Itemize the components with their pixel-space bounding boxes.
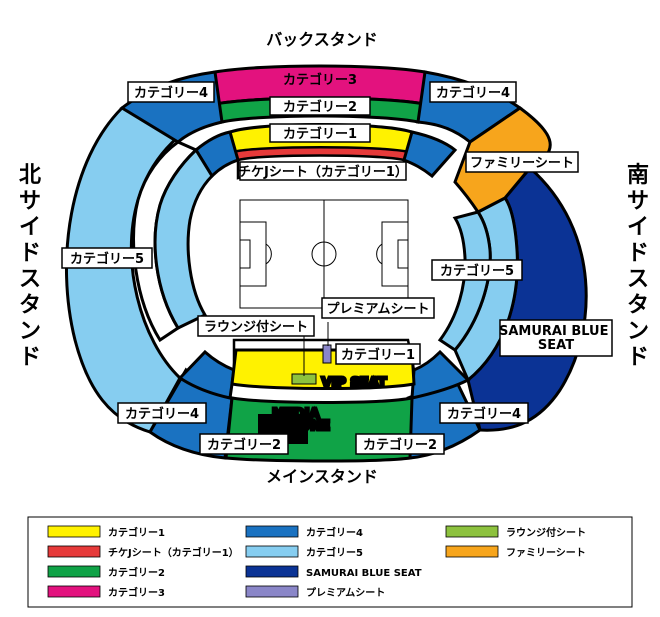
legend-swatch [245,545,299,558]
south-stand-title-char: 南 [627,163,649,188]
cat5-right-inner[interactable] [437,210,492,352]
right-goal-area [397,239,409,269]
legend-label: ラウンジ付シート [506,526,586,539]
legend-item: カテゴリー2 [47,565,165,579]
legend-item: ラウンジ付シート [445,525,586,539]
label-media: MEDIA TRIBUNE [266,407,330,434]
label-samurai-line1: SAMURAI BLUE [499,324,609,339]
right-penalty-arc [376,243,383,265]
legend-label: ファミリーシート [506,547,586,559]
left-penalty-area [239,221,267,287]
label-cat4-bl: カテゴリー4 [125,406,199,422]
legend-swatch [445,525,499,538]
legend-swatch [245,565,299,578]
label-cat1-bottom: カテゴリー1 [341,347,415,363]
legend-label: カテゴリー5 [306,546,363,559]
legend-swatch [47,565,101,578]
north-stand-title-char: ド [19,345,41,370]
left-goal-area [239,239,251,269]
label-lounge: ラウンジ付シート [204,319,308,335]
legend-label: SAMURAI BLUE SEAT [306,568,422,579]
label-cat2-bl: カテゴリー2 [207,437,281,453]
label-cat4-br: カテゴリー4 [447,406,521,422]
legend-swatch [47,525,101,538]
label-media-line1: MEDIA [272,407,320,422]
legend-swatch [47,545,101,558]
label-category3-text: カテゴリー3 [283,72,357,88]
legend-swatch [245,585,299,598]
legend-items: カテゴリー1 チケJシート（カテゴリー1） カテゴリー2 カテゴリー3 カテゴリー4 カテ… [47,525,586,599]
legend-swatch [445,545,499,558]
legend-label: カテゴリー1 [108,526,165,539]
legend-frame [27,516,633,608]
legend: カテゴリー1 チケJシート（カテゴリー1） カテゴリー2 カテゴリー3 カテゴリー4 カテ… [27,516,633,608]
south-stand-title-char: ド [627,345,649,370]
north-stand-title-char: 北 [19,163,41,188]
label-cat2-br: カテゴリー2 [363,437,437,453]
legend-swatch [245,525,299,538]
legend-item: カテゴリー5 [245,545,363,559]
label-premium: プレミアムシート [326,302,429,317]
north-stand-title-char: タ [19,293,41,318]
legend-label: カテゴリー3 [108,586,165,599]
right-penalty-area [381,221,409,287]
legend-item: SAMURAI BLUE SEAT [245,565,422,579]
south-stand-title-char: ド [627,241,649,266]
legend-item: プレミアムシート [245,585,385,599]
label-cat4-tl: カテゴリー4 [134,85,208,101]
north-stand-title-char: ス [19,267,41,292]
legend-item: カテゴリー1 [47,525,165,539]
main-stand-title: メインスタンド [266,467,378,486]
north-stand-title-char: サ [19,189,41,214]
seat-labels: カテゴリー3 カテゴリー2 カテゴリー1 チケJシート（カテゴリー1） カテゴリ… [61,72,613,455]
label-samurai: SAMURAI BLUE SEAT [499,324,613,353]
center-circle [311,241,337,267]
label-media-line2: TRIBUNE [266,419,330,434]
south-stand-title-char: ン [627,319,649,344]
cat5-left-inner[interactable] [153,147,214,330]
label-samurai-line2: SEAT [538,338,574,353]
north-stand-title-char: ン [19,319,41,344]
legend-label: チケJシート（カテゴリー1） [108,546,239,559]
south-stand-title-char: サ [627,189,649,214]
label-family: ファミリーシート [470,156,574,171]
legend-item: カテゴリー3 [47,585,165,599]
legend-label: カテゴリー4 [306,526,363,539]
legend-label: カテゴリー2 [108,566,165,579]
label-cat4-tr: カテゴリー4 [436,85,510,101]
left-penalty-arc [265,243,272,265]
south-stand-title-char: タ [627,293,649,318]
back-stand-title: バックスタンド [266,30,378,49]
legend-swatch [47,585,101,598]
legend-label: プレミアムシート [306,586,385,599]
north-stand-title-char: イ [19,215,41,240]
premium-block[interactable] [322,344,332,364]
label-vip: VIP SEAT [321,376,386,391]
pitch [239,199,409,309]
legend-item: ファミリーシート [445,545,586,559]
label-cat5-left: カテゴリー5 [70,251,144,267]
legend-item: チケJシート（カテゴリー1） [47,545,239,559]
north-stand-title-char: ド [19,241,41,266]
cat4-tr-inner[interactable] [402,130,458,179]
label-chike-j: チケJシート（カテゴリー1） [238,164,408,180]
south-stand-title-char: イ [627,215,649,240]
label-category3: カテゴリー3 [283,72,357,88]
label-cat5-right: カテゴリー5 [440,263,514,279]
label-category2-top: カテゴリー2 [283,99,357,115]
label-category1-top: カテゴリー1 [283,126,357,142]
legend-item: カテゴリー4 [245,525,363,539]
leaders [303,322,329,376]
south-stand-title-char: ス [627,267,649,292]
